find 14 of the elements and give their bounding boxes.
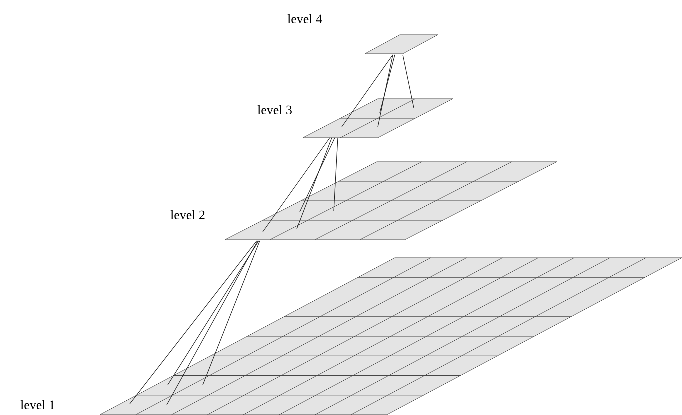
connector-line [378, 54, 394, 128]
connector-line [300, 138, 336, 212]
connector-line [130, 240, 258, 404]
level-label: level 3 [258, 105, 292, 115]
connector-line [296, 138, 332, 230]
connector-line [380, 54, 396, 114]
connector-line [262, 138, 330, 232]
level-label: level 2 [170, 210, 205, 220]
level-label: level 4 [288, 14, 322, 24]
connector-line [334, 138, 338, 212]
level-label: level 1 [20, 400, 55, 410]
connector-line [202, 240, 260, 386]
connector-line [402, 54, 414, 108]
connector-line [342, 54, 394, 128]
